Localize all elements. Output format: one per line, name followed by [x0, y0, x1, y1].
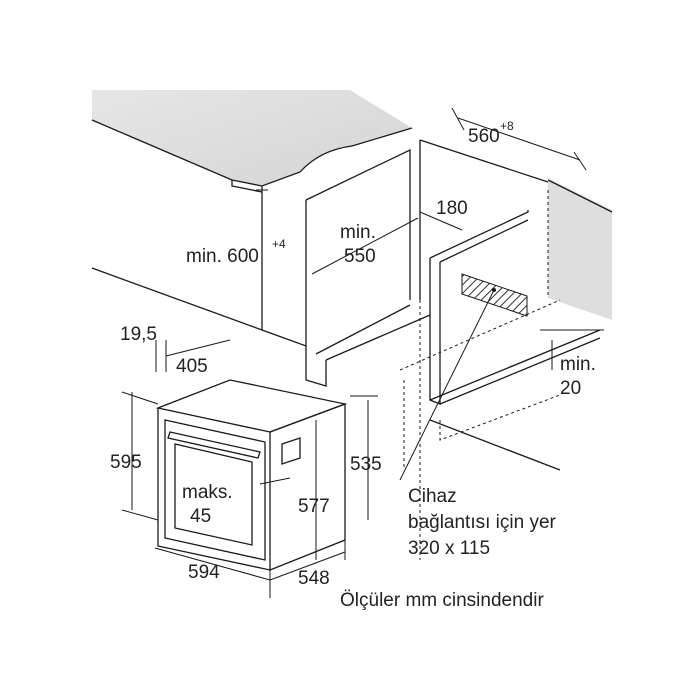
note-connection-1: Cihaz [408, 486, 457, 507]
connection-box [399, 273, 528, 481]
countertop-left [91, 90, 413, 193]
dim-vent [419, 211, 463, 231]
niche-back [399, 139, 601, 560]
countertop-right [547, 178, 613, 320]
dim-niche-depth [311, 217, 419, 275]
floor-lines [91, 267, 561, 471]
label-oven-depth: 548 [298, 568, 330, 589]
label-panel-depth: 405 [176, 356, 208, 377]
label-back-gap-2: 20 [560, 378, 581, 399]
note-connection-2: bağlantısı için yer [408, 512, 557, 533]
dim-niche-height [256, 189, 268, 326]
label-handle-1: maks. [182, 482, 233, 503]
label-front-depth: 19,5 [120, 324, 157, 345]
label-niche-width: 560 [468, 126, 500, 147]
note-connection-3: 320 x 115 [408, 538, 490, 559]
label-vent: 180 [436, 198, 468, 219]
label-back-gap-1: min. [560, 354, 596, 375]
label-niche-height: min. 600 [186, 246, 259, 267]
label-body-height: 535 [350, 454, 382, 475]
dim-oven [121, 339, 378, 598]
dim-back-gap [540, 329, 604, 370]
label-niche-width-tol: +8 [500, 119, 514, 133]
cabinet-left-panel [261, 148, 431, 387]
label-handle-2: 45 [190, 506, 211, 527]
oven [155, 379, 348, 571]
label-niche-depth-1: min. [340, 222, 376, 243]
dim-niche-width [451, 107, 587, 171]
label-oven-height: 595 [110, 452, 142, 473]
label-oven-width: 594 [188, 562, 220, 583]
note-units: Ölçüler mm cinsindendir [340, 590, 544, 611]
label-niche-height-tol: +4 [272, 237, 286, 251]
label-niche-depth-2: 550 [344, 246, 376, 267]
label-inner-height: 577 [298, 496, 330, 517]
